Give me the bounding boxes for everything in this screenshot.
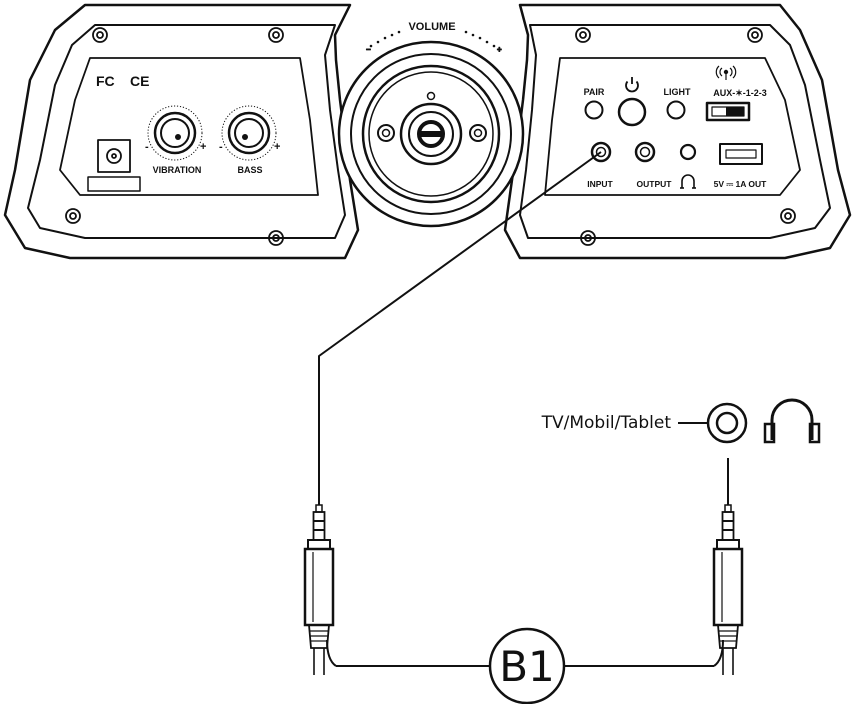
headphone-port-icon <box>680 174 696 189</box>
left-audio-plug <box>303 504 335 675</box>
device-label: TV/Mobil/Tablet <box>541 413 672 433</box>
svg-text:-: - <box>145 141 149 153</box>
cable-to-input <box>318 151 602 505</box>
right-wing-housing <box>503 3 852 260</box>
volume-dial: − + <box>337 30 525 228</box>
svg-text:+: + <box>497 45 502 54</box>
cable-callout: B1 <box>488 627 566 704</box>
bass-knob <box>221 105 277 161</box>
headphone-icon <box>763 398 821 444</box>
right-audio-plug <box>712 504 744 675</box>
fc-mark: FC <box>96 73 115 89</box>
headphone-jack <box>679 143 697 161</box>
pair-label: PAIR <box>584 87 605 97</box>
svg-text:-: - <box>219 141 223 153</box>
power-icon <box>625 77 639 93</box>
screw-marks <box>65 27 796 246</box>
bass-label: BASS <box>237 165 262 175</box>
speaker-panel: − + VOLUME FC CE - + <box>3 3 852 260</box>
volume-scale-dots <box>369 30 496 48</box>
certification-marks: FC CE <box>96 73 149 89</box>
left-wing-plate <box>59 57 319 196</box>
light-button <box>666 100 686 120</box>
output-jack <box>634 141 656 163</box>
usb-label: 5V ⎓ 1A OUT <box>714 179 768 189</box>
device-connector <box>678 402 748 444</box>
svg-text:+: + <box>200 141 206 153</box>
output-label: OUTPUT <box>637 179 673 189</box>
mode-switch <box>705 101 751 122</box>
right-wing-inner <box>519 24 831 239</box>
svg-text:+: + <box>274 141 280 153</box>
dc-jack-icon <box>97 139 131 173</box>
power-button <box>617 97 647 127</box>
vibration-label: VIBRATION <box>153 165 202 175</box>
input-jack <box>590 141 612 163</box>
right-wing-plate <box>544 57 801 196</box>
svg-text:−: − <box>366 45 371 54</box>
ce-mark: CE <box>130 73 149 89</box>
vibration-knob <box>147 105 203 161</box>
light-label: LIGHT <box>664 87 691 97</box>
pair-button <box>584 100 604 120</box>
usb-port-icon <box>719 143 763 165</box>
input-label: INPUT <box>587 179 613 189</box>
left-wing-inner <box>27 24 346 239</box>
label-sticker <box>87 176 141 192</box>
mode-switch-label: AUX-✶-1-2-3 <box>713 88 767 98</box>
cable-label: B1 <box>499 642 555 691</box>
audio-cable <box>318 151 729 667</box>
volume-label: VOLUME <box>408 21 455 33</box>
wireless-icon <box>715 65 737 80</box>
left-wing-housing <box>3 3 360 260</box>
